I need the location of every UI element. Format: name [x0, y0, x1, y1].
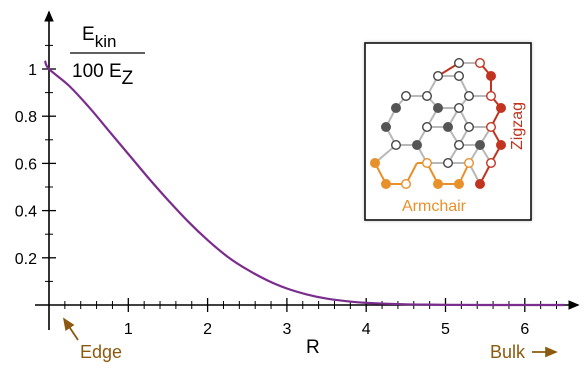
lattice-atom: [412, 139, 423, 150]
lattice-atom: [486, 157, 497, 168]
y-tick-label: 0.6: [15, 156, 37, 173]
lattice-atom: [464, 121, 475, 132]
lattice-atom: [433, 178, 444, 189]
lattice-atom: [433, 102, 444, 113]
ylabel-denominator: 100 E: [72, 61, 122, 82]
edge-annotation: Edge: [63, 317, 122, 362]
lattice-atom: [454, 102, 465, 113]
lattice-atom: [422, 157, 433, 168]
lattice-atom: [443, 121, 454, 132]
bulk-annotation: Bulk: [490, 342, 558, 362]
x-axis-title: R: [306, 337, 320, 358]
edge-arrow: [63, 317, 79, 341]
ylabel-denominator-sub: Z: [122, 68, 134, 89]
lattice-inset: Armchair Zigzag: [364, 42, 532, 221]
x-tick-label: 2: [203, 321, 212, 338]
svg-text:Ekin: Ekin: [82, 24, 116, 51]
y-tick-label: 0.8: [15, 109, 37, 126]
lattice-atom: [475, 178, 486, 189]
lattice-atom: [486, 90, 497, 101]
ylabel-numerator-sub: kin: [95, 32, 117, 51]
x-tick-label: 3: [282, 321, 291, 338]
honeycomb-lattice: [370, 58, 507, 189]
lattice-atom: [464, 90, 475, 101]
y-axis-title: Ekin 100 EZ: [70, 24, 145, 89]
lattice-atom: [454, 178, 465, 189]
lattice-atom: [443, 157, 454, 168]
lattice-atom: [391, 102, 402, 113]
lattice-atom: [454, 139, 465, 150]
lattice-atom: [391, 139, 402, 150]
x-tick-label: 4: [362, 321, 371, 338]
tick-labels: 1 2 3 4 5 6 0.2 0.4 0.6 0.8 1: [15, 62, 530, 338]
lattice-atom: [370, 157, 381, 168]
lattice-atom: [475, 58, 486, 69]
lattice-atom: [401, 178, 412, 189]
armchair-label: Armchair: [402, 198, 467, 215]
svg-text:100 EZ: 100 EZ: [72, 61, 134, 89]
lattice-atom: [422, 90, 433, 101]
y-tick-label: 0.4: [15, 204, 37, 221]
lattice-atom: [381, 121, 392, 132]
lattice-atom: [496, 102, 507, 113]
lattice-atom: [496, 139, 507, 150]
zigzag-label: Zigzag: [509, 102, 526, 150]
y-tick-label: 0.2: [15, 251, 37, 268]
series-line: [43, 60, 565, 307]
lattice-atom: [475, 139, 486, 150]
lattice-atom: [454, 70, 465, 81]
lattice-atom: [486, 70, 497, 81]
lattice-atom: [381, 178, 392, 189]
x-tick-label: 1: [124, 321, 133, 338]
lattice-atom: [464, 157, 475, 168]
bulk-label: Bulk: [490, 342, 526, 362]
lattice-atom: [401, 90, 412, 101]
lattice-atom: [486, 121, 497, 132]
ylabel-numerator: E: [82, 24, 95, 45]
edge-label: Edge: [80, 342, 122, 362]
lattice-atom: [454, 58, 465, 69]
y-tick-label: 1: [28, 62, 37, 79]
x-tick-label: 5: [441, 321, 450, 338]
lattice-atom: [422, 121, 433, 132]
x-tick-label: 6: [520, 321, 529, 338]
lattice-atom: [433, 70, 444, 81]
